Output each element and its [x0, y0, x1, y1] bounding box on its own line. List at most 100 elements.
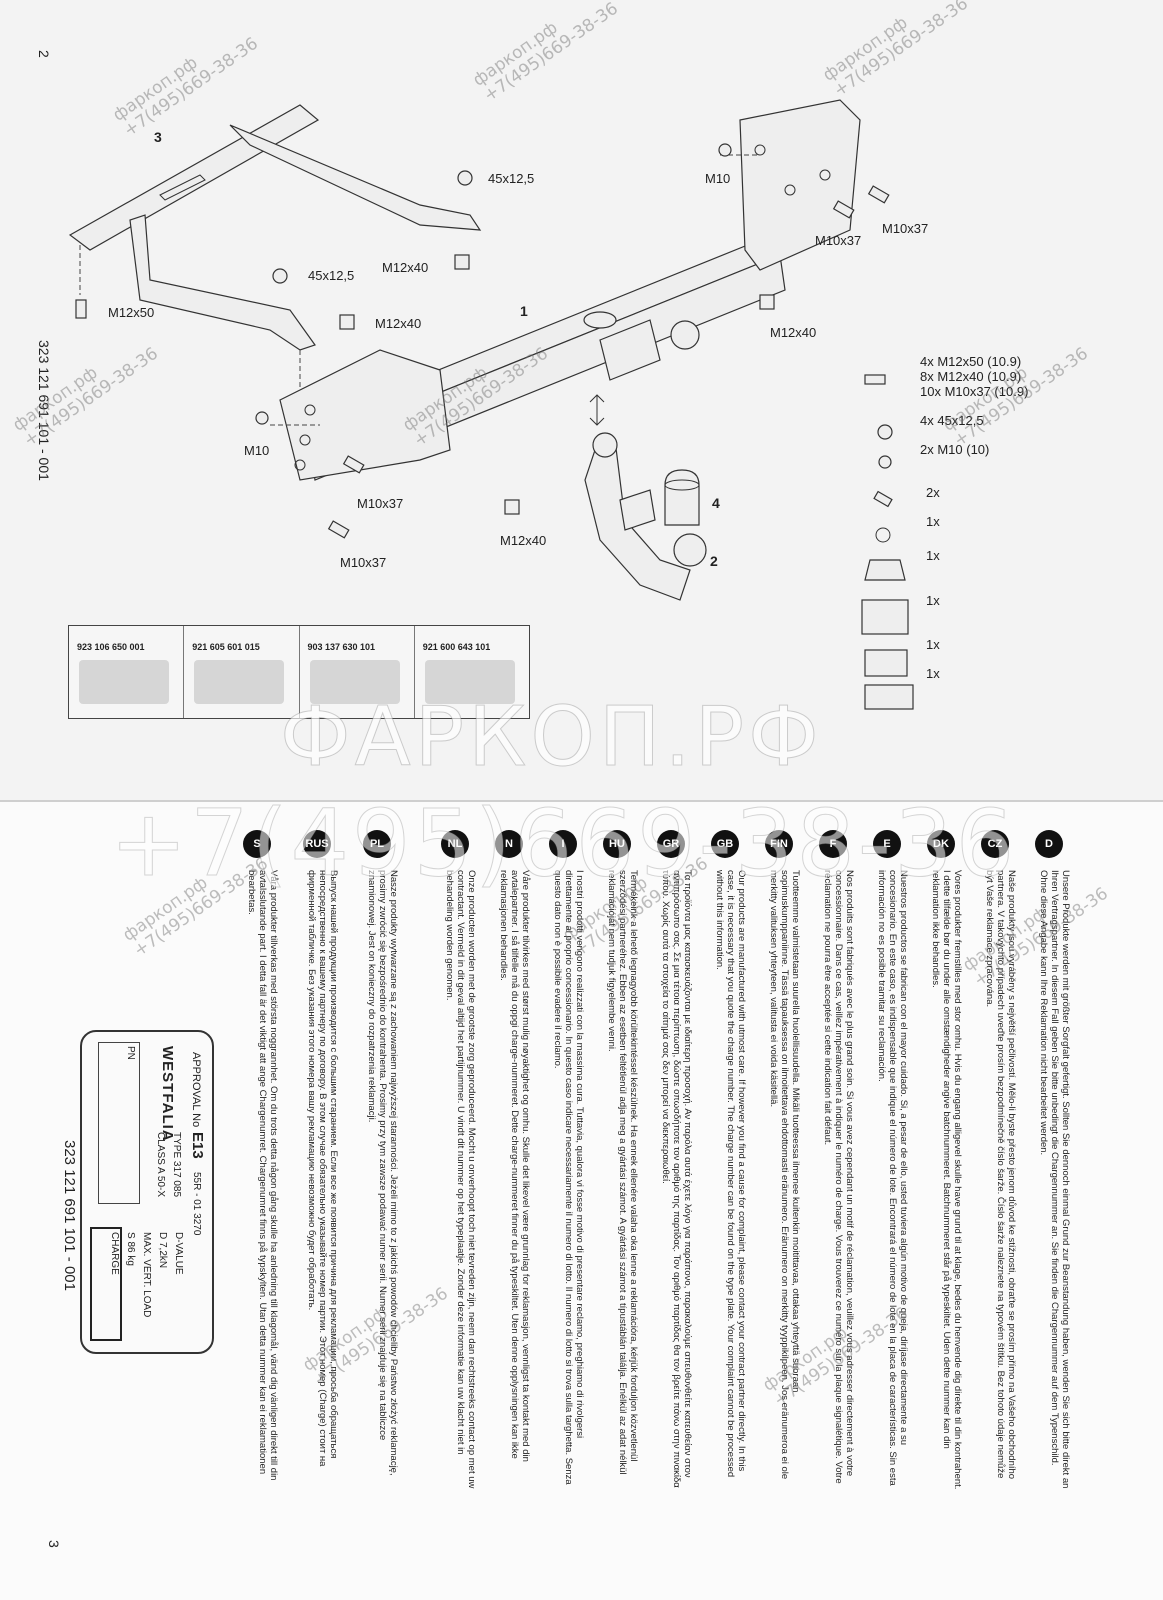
lang-badge: N — [495, 830, 523, 858]
lang-block-fin: FIN Tuotteemme valmistetaan suurella huo… — [765, 830, 801, 1479]
label-m10x37-d: M10x37 — [340, 555, 386, 570]
label-part-3: 3 — [154, 129, 162, 145]
parts-list-item: 8x M12x40 (10.9) — [920, 369, 1022, 384]
label-washer-top: 45x12,5 — [488, 171, 534, 186]
parts-list-item: 1x — [926, 666, 940, 681]
lang-block-cz: CZ Naše produkty jsou vyráběny s největš… — [981, 830, 1017, 1479]
lang-block-f: F Nos produits sont fabriqués avec le pl… — [819, 830, 855, 1484]
lang-text: Våre produkter tilvirkes med størst muli… — [498, 870, 531, 1462]
detachable-ball-neck — [584, 394, 707, 601]
lang-badge: GB — [711, 830, 739, 858]
plate-class: CLASS A 50-X — [155, 1132, 166, 1198]
lang-badge: D — [1035, 830, 1063, 858]
kit-code: 921 600 643 101 — [422, 642, 491, 652]
lang-text: Nuestros productos se fabrican con el ma… — [876, 870, 909, 1486]
parts-list-item: 1x — [926, 593, 940, 608]
lang-badge: CZ — [981, 830, 1009, 858]
lang-text: Termékeink a lehető legnagyobb körülteki… — [606, 870, 639, 1475]
label-washer-left: 45x12,5 — [308, 268, 354, 283]
ball-cap — [664, 469, 700, 526]
parts-list-item: 2x — [926, 485, 940, 500]
right-side-plate — [720, 99, 861, 271]
kit-code: 921 605 601 015 — [192, 642, 260, 652]
label-m10x37-a: M10x37 — [815, 233, 861, 248]
lang-text: Nasze produkty wytwarzane są z zachowani… — [366, 870, 399, 1476]
assembly-diagram-page: 2 323 121 691 101 - 001 — [36, 50, 1029, 719]
plate-approval-label: APPROVAL No — [190, 1052, 202, 1128]
kit-tools-icon — [194, 660, 285, 704]
kit-cap-icon — [309, 660, 400, 704]
plate-approval-number: 55R - 01 3270 — [191, 1172, 202, 1236]
lang-block-gb: GB Our products are manufactured with ut… — [711, 830, 747, 1477]
lang-badge: FIN — [765, 830, 793, 858]
lang-text: Onze producten worden met de grootste zo… — [444, 870, 477, 1489]
plate-max-vert-load: MAX. VERT. LOAD — [141, 1232, 152, 1318]
parts-list-item: 2x M10 (10) — [920, 442, 990, 457]
lang-text: Τα προϊόντα μας κατασκευάζονται με ιδιαί… — [660, 870, 693, 1488]
label-m12x40-c: M12x40 — [500, 533, 546, 548]
label-m10-top: M10 — [705, 171, 730, 186]
label-part-4: 4 — [712, 495, 720, 511]
parts-list-item: 10x M10x37 (10.9) — [920, 384, 1029, 399]
lang-block-e: E Nuestros productos se fabrican con el … — [873, 830, 909, 1486]
lang-block-n: N Våre produkter tilvirkes med størst mu… — [495, 830, 531, 1462]
kit-contents-table: 923 106 650 001 921 605 601 015 903 137 … — [68, 625, 530, 719]
label-m10x37-b: M10x37 — [882, 221, 928, 236]
plate-approval-mark: E13 — [189, 1132, 206, 1159]
plate-charge-box — [90, 1227, 122, 1341]
plate-brand-logo: WESTFALIA — [159, 1046, 176, 1142]
parts-list-item: 1x — [926, 637, 940, 652]
lang-badge: RUS — [303, 830, 331, 858]
lang-block-s: S Våra produkter tillverkas med största … — [243, 830, 279, 1480]
label-m12x40-a: M12x40 — [382, 260, 428, 275]
lang-block-d: D Unsere Produkte werden mit größter Sor… — [1035, 830, 1071, 1488]
left-side-plate — [270, 349, 451, 481]
lang-text: I nostri prodotti vengono realizzati con… — [552, 870, 585, 1485]
lang-text: Vores produkter fremstilles med stor omh… — [930, 870, 963, 1490]
label-part-1: 1 — [520, 303, 528, 319]
kit-cell: 921 600 643 101 — [415, 626, 529, 718]
plate-d-value-label: D-VALUE — [173, 1232, 184, 1275]
lang-badge: F — [819, 830, 847, 858]
plate-s-value: S 86 kg — [125, 1232, 136, 1266]
lang-badge: I — [549, 830, 577, 858]
lang-badge: E — [873, 830, 901, 858]
type-plate-illustration: APPROVAL No E13 55R - 01 3270 TYPE 317 0… — [80, 1030, 214, 1354]
left-mounting-bracket — [68, 104, 482, 400]
plate-type: TYPE 317 085 — [171, 1132, 182, 1198]
lang-badge: S — [243, 830, 271, 858]
lang-text: Våra produkter tillverkas med största no… — [246, 870, 279, 1481]
multilingual-notice: D Unsere Produkte werden mit größter Sor… — [195, 830, 1075, 1489]
lang-block-pl: PL Nasze produkty wytwarzane są z zachow… — [363, 830, 399, 1476]
lang-block-gr: GR Τα προϊόντα μας κατασκευάζονται με ιδ… — [657, 830, 693, 1488]
label-m12x50: M12x50 — [108, 305, 154, 320]
label-m10x37-c: M10x37 — [357, 496, 403, 511]
parts-list-item: 1x — [926, 548, 940, 563]
parts-list-item: 4x M12x50 (10.9) — [920, 354, 1022, 369]
watermark-site: ФАРКОП.РФ — [280, 690, 823, 786]
plate-pn-box — [98, 1042, 140, 1204]
lang-text: Выпуск нашей продукции производится с бо… — [306, 870, 339, 1467]
kit-cell: 921 605 601 015 — [184, 626, 300, 718]
page-number-right: 3 — [46, 1540, 62, 1548]
lang-block-hu: HU Termékeink a lehető legnagyobb körült… — [603, 830, 639, 1475]
kit-code: 923 106 650 001 — [77, 642, 145, 652]
plate-d-value: D 7,2kN — [157, 1232, 168, 1269]
kit-cell: 923 106 650 001 — [69, 626, 185, 718]
kit-cell: 903 137 630 101 — [300, 626, 415, 718]
lang-text: Nos produits sont fabriqués avec le plus… — [822, 870, 855, 1484]
label-part-2: 2 — [710, 553, 718, 569]
lang-badge: GR — [657, 830, 685, 858]
lang-text: Our products are manufactured with utmos… — [714, 870, 747, 1478]
kit-bolt-bag-icon — [79, 660, 169, 704]
document-number-right: 323 121 691 101 - 001 — [61, 1140, 78, 1291]
kit-code: 903 137 630 101 — [307, 642, 376, 652]
lang-badge: PL — [363, 830, 391, 858]
bolts — [75, 143, 914, 710]
label-m12x40-b: M12x40 — [375, 316, 421, 331]
parts-list-item: 1x — [926, 514, 940, 529]
lang-badge: DK — [927, 830, 955, 858]
kit-booklet-icon — [424, 660, 515, 704]
watermark-phone: +7(495)669-38-36 — [109, 790, 1018, 898]
